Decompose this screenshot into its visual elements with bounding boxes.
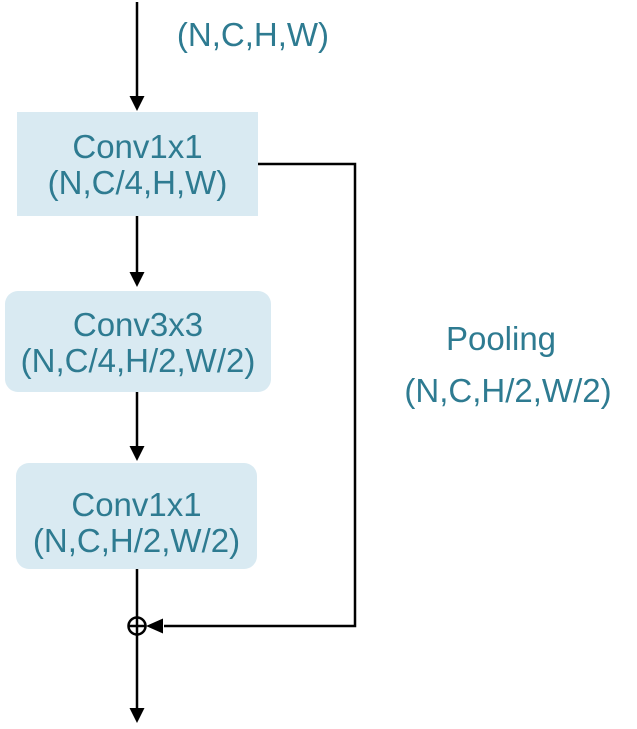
conv1x1-box-1	[17, 112, 258, 216]
conv1x1-box-2	[16, 463, 257, 569]
input-arrow-head-icon	[129, 96, 145, 111]
skip-connection-line	[164, 162, 357, 628]
arrow-conv3-to-conv1-head-icon	[129, 446, 145, 461]
conv1x1-box-1-title: Conv1x1	[72, 128, 202, 165]
output-arrow-head-icon	[129, 708, 145, 723]
conv1x1-box-1-shape: (N,C/4,H,W)	[48, 164, 228, 201]
elementwise-add-icon	[127, 616, 147, 636]
input-shape-label: (N,C,H,W)	[177, 16, 329, 53]
conv1x1-box-2-title: Conv1x1	[71, 486, 201, 523]
conv3x3-box-shape: (N,C/4,H/2,W/2)	[21, 342, 256, 379]
conv1x1-box-2-shape: (N,C,H/2,W/2)	[33, 522, 240, 559]
pooling-shape-label: (N,C,H/2,W/2)	[404, 372, 611, 409]
arrow-conv1-to-conv3-head-icon	[129, 272, 145, 287]
pooling-label: Pooling	[446, 320, 556, 357]
skip-connection-arrow-head-icon	[146, 618, 163, 634]
conv3x3-box-title: Conv3x3	[73, 306, 203, 343]
conv3x3-box	[5, 291, 271, 392]
